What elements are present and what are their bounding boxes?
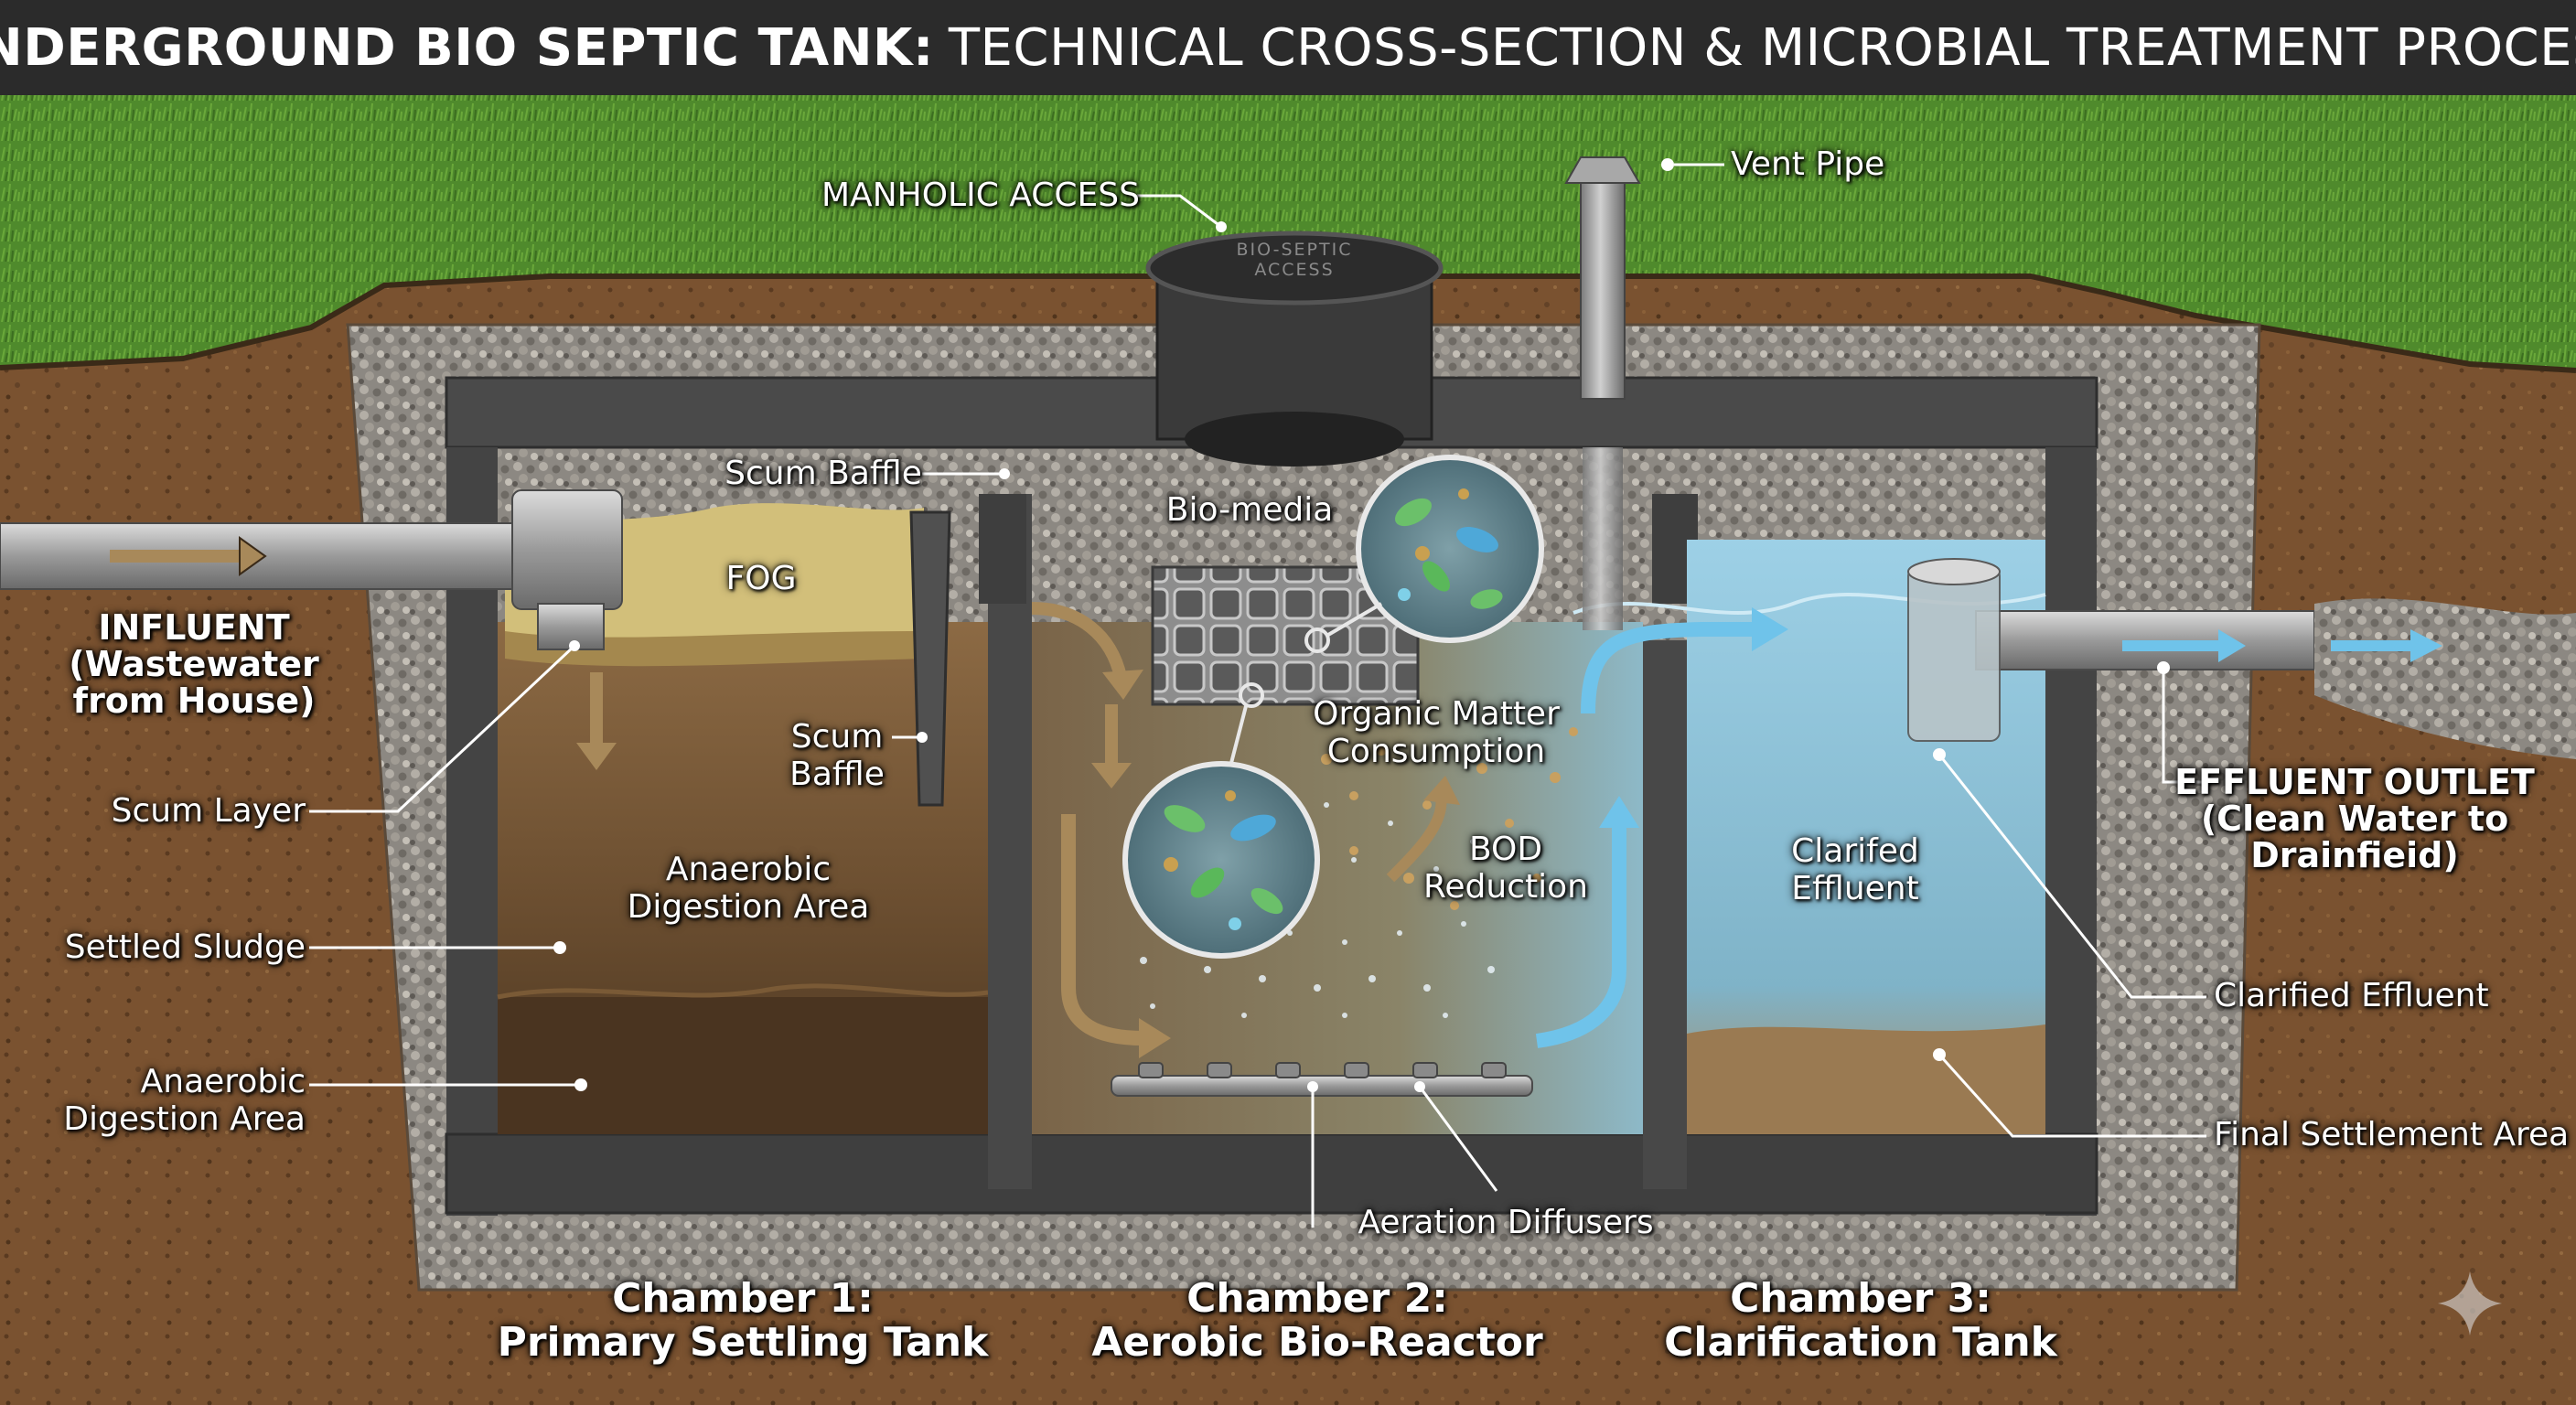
organic-upflow-arrow xyxy=(1386,795,1447,883)
label-vent-pipe: Vent Pipe xyxy=(1731,145,1885,183)
inlet-pipe xyxy=(0,522,541,590)
label-chamber-2: Chamber 2: Aerobic Bio-Reactor xyxy=(1091,1275,1543,1366)
label-final-settlement: Final Settlement Area xyxy=(2214,1116,2570,1153)
label-chamber-3: Chamber 3: Clarification Tank xyxy=(1664,1275,2057,1366)
sludge-wave xyxy=(497,983,989,1000)
microbe-zoom-top xyxy=(1304,455,1544,653)
septic-tank-diagram xyxy=(0,95,2576,1405)
diffuser-heads xyxy=(1138,1062,1507,1078)
chamber-wall-2 xyxy=(1643,640,1687,1189)
label-scum-layer: Scum Layer xyxy=(111,792,306,830)
blue-overflow-arrow xyxy=(1581,622,1756,714)
settled-sludge-band xyxy=(498,997,988,1134)
label-scum-baffle-top: Scum Baffle xyxy=(724,455,922,492)
label-fog: FOG xyxy=(725,560,797,597)
organic-particles xyxy=(1321,727,1578,910)
scum-layer-band xyxy=(505,631,924,667)
scum-baffle-upper xyxy=(979,494,1026,604)
final-settlement-layer xyxy=(1687,1024,2045,1134)
chamber-wall-1 xyxy=(988,494,1032,1189)
label-chamber-1: Chamber 1: Primary Settling Tank xyxy=(497,1275,989,1366)
outlet-tee xyxy=(1907,566,2001,742)
sparkle-watermark xyxy=(2438,1271,2502,1335)
label-bio-media: Bio-media xyxy=(1165,491,1334,529)
aeration-diffuser-pipe xyxy=(1111,1075,1533,1097)
scum-baffle-plate xyxy=(909,510,951,807)
manhole-lid xyxy=(1145,231,1444,306)
label-clarified-inner: Clarifed Effluent xyxy=(1791,832,1919,907)
tank-right-wall xyxy=(2045,447,2097,1216)
title-regular: TECHNICAL CROSS-SECTION & MICROBIAL TREA… xyxy=(948,17,2576,78)
transfer-arrow-1 xyxy=(1031,602,1127,679)
inlet-tee xyxy=(511,489,623,610)
label-scum-baffle-mid: Scum Baffle xyxy=(789,718,885,793)
downflow-arrow xyxy=(1061,814,1144,1046)
vent-cap xyxy=(1564,156,1641,184)
leader-dots xyxy=(553,158,2170,1092)
vent-pipe-lower xyxy=(1583,447,1623,630)
label-settled-sludge: Settled Sludge xyxy=(64,928,306,966)
label-effluent-outlet: EFFLUENT OUTLET (Clean Water to Drainfie… xyxy=(2174,762,2535,875)
label-aeration-diffusers: Aeration Diffusers xyxy=(1358,1204,1654,1241)
label-anaerobic-inner: Anaerobic Digestion Area xyxy=(627,851,870,926)
label-bod-reduction: BOD Reduction xyxy=(1423,831,1588,906)
label-influent: INFLUENT (Wastewater from House) xyxy=(69,607,319,721)
drainfield-gravel xyxy=(2314,598,2576,759)
tank-floor xyxy=(445,1132,2098,1215)
blue-upflow-arrow xyxy=(1535,823,1626,1048)
manhole-lid-text: BIO-SEPTIC ACCESS xyxy=(1236,240,1353,280)
label-clarified-effluent: Clarified Effluent xyxy=(2214,977,2489,1014)
label-manhole-access: MANHOLIC ACCESS xyxy=(821,177,1140,214)
leader-lines xyxy=(309,163,2206,1228)
page-title: UNDERGROUND BIO SEPTIC TANK: TECHNICAL C… xyxy=(0,0,2576,95)
label-anaerobic-left: Anaerobic Digestion Area xyxy=(63,1063,306,1138)
outlet-tee-top xyxy=(1907,558,2001,585)
vent-pipe xyxy=(1580,182,1626,400)
manhole-opening xyxy=(1185,412,1404,467)
microbe-zoom-lower xyxy=(1122,682,1320,959)
title-bold: UNDERGROUND BIO SEPTIC TANK: xyxy=(0,17,934,78)
label-organic-matter: Organic Matter Consumption xyxy=(1313,695,1560,770)
